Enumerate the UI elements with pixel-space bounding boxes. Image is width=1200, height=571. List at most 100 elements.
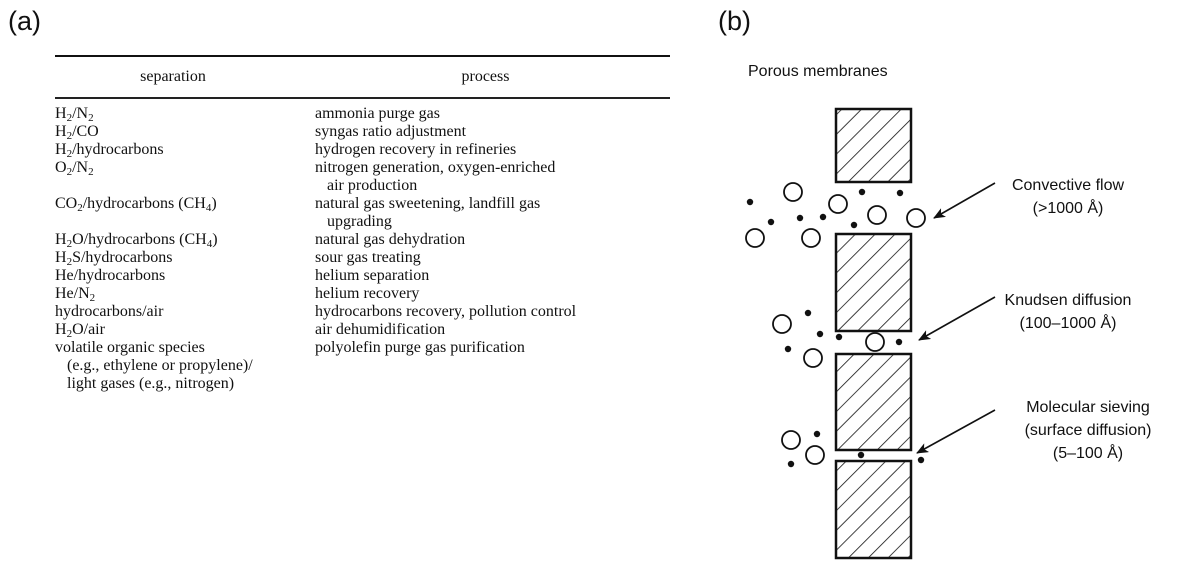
small-molecule xyxy=(895,338,903,346)
cell-process: ammonia purge gas xyxy=(315,105,670,123)
process-line: air production xyxy=(327,177,418,194)
table-row: hydrocarbons/air hydrocarbons recovery, p… xyxy=(55,303,670,321)
separation-text: He/N xyxy=(55,285,90,302)
particles xyxy=(745,182,926,468)
subscript: 2 xyxy=(89,292,96,304)
separation-text: O/hydrocarbons (CH xyxy=(72,231,207,248)
subscript: 2 xyxy=(77,202,83,214)
cell-process: syngas ratio adjustment xyxy=(315,123,670,141)
separation-text: /CO xyxy=(72,123,99,140)
annotation-text: (100–1000 Å) xyxy=(1020,313,1117,332)
arrow-icon xyxy=(916,409,996,454)
subscript: 2 xyxy=(66,166,73,178)
process-line: polyolefin purge gas purification xyxy=(315,339,525,356)
subscript: 2 xyxy=(66,148,73,160)
header-process: process xyxy=(461,68,510,85)
annotation-text: (surface diffusion) xyxy=(1025,422,1152,439)
small-molecule xyxy=(917,456,925,464)
cell-separation: O2/N2 xyxy=(55,159,315,195)
process-line: nitrogen generation, oxygen-enriched xyxy=(315,159,556,176)
separation-text: H xyxy=(55,105,67,122)
small-molecule xyxy=(804,309,812,317)
cell-separation: H2O/hydrocarbons (CH4) xyxy=(55,231,315,250)
table-row: CO2/hydrocarbons (CH4)natural gas sweete… xyxy=(55,195,670,231)
separation-text: ) xyxy=(211,195,217,212)
header-separation: separation xyxy=(140,68,206,85)
process-line: air dehumidification xyxy=(315,321,446,338)
table-top-rule xyxy=(55,55,670,57)
subscript: 2 xyxy=(66,112,73,124)
small-molecule xyxy=(796,214,804,222)
small-molecule xyxy=(819,213,827,221)
subscript: 2 xyxy=(66,130,73,142)
small-molecule xyxy=(787,460,795,468)
process-line: hydrocarbons recovery, pollution control xyxy=(315,303,577,320)
diagram-title: Porous membranes xyxy=(748,63,888,80)
membrane-block xyxy=(834,459,913,560)
subscript: 2 xyxy=(88,166,94,178)
large-molecule xyxy=(803,348,823,368)
annotation-text: (>1000 Å) xyxy=(1033,198,1104,217)
cell-separation: H2/hydrocarbons xyxy=(55,141,315,160)
large-molecule xyxy=(805,445,825,465)
membrane-blocks xyxy=(834,107,913,560)
arrow-icon xyxy=(918,296,996,341)
separation-text: S/hydrocarbons xyxy=(72,249,173,266)
cell-process: sour gas treating xyxy=(315,249,670,267)
table-row: volatile organic species(e.g., ethylene … xyxy=(55,339,670,393)
separation-text: /N xyxy=(72,159,89,176)
cell-process: helium separation xyxy=(315,267,670,285)
cell-separation: H2O/air xyxy=(55,321,315,340)
cell-separation: He/N2 xyxy=(55,285,315,304)
process-line: sour gas treating xyxy=(315,249,421,266)
process-line: helium recovery xyxy=(315,285,420,302)
separation-text: ) xyxy=(212,231,218,248)
cell-separation: He/hydrocarbons xyxy=(55,267,315,285)
separation-text: /hydrocarbons xyxy=(72,141,164,158)
annotation-arrows xyxy=(916,182,996,454)
large-molecule xyxy=(781,430,801,450)
small-molecule xyxy=(816,330,824,338)
process-line: syngas ratio adjustment xyxy=(315,123,467,140)
subscript: 4 xyxy=(206,238,213,250)
annotation-labels: Convective flow(>1000 Å)Knudsen diffusio… xyxy=(1005,177,1152,462)
separation-text: H xyxy=(55,123,67,140)
cell-process: helium recovery xyxy=(315,285,670,303)
large-molecule xyxy=(828,194,848,214)
cell-separation: volatile organic species(e.g., ethylene … xyxy=(55,339,315,393)
cell-separation: H2/CO xyxy=(55,123,315,142)
annotation-text: (5–100 Å) xyxy=(1053,443,1123,462)
panel-label-a: (a) xyxy=(8,6,41,36)
cell-process: air dehumidification xyxy=(315,321,670,339)
small-molecule xyxy=(835,333,843,341)
subscript: 2 xyxy=(66,328,73,340)
process-line: hydrogen recovery in refineries xyxy=(315,141,517,158)
membrane-block xyxy=(834,352,913,452)
separation-text: hydrocarbons/air xyxy=(55,303,164,320)
arrow-icon xyxy=(933,182,996,219)
cell-separation: hydrocarbons/air xyxy=(55,303,315,321)
table-row: H2O/hydrocarbons (CH4)natural gas dehydr… xyxy=(55,231,670,250)
cell-process: hydrocarbons recovery, pollution control xyxy=(315,303,670,321)
separation-text: /hydrocarbons (CH xyxy=(82,195,206,212)
membrane-block xyxy=(834,232,913,333)
annotation-convective-flow: Convective flow(>1000 Å) xyxy=(1012,177,1124,217)
large-molecule xyxy=(865,332,885,352)
process-line: upgrading xyxy=(327,213,392,230)
small-molecule xyxy=(813,430,821,438)
small-molecule xyxy=(784,345,792,353)
small-molecule xyxy=(858,188,866,196)
large-molecule xyxy=(801,228,821,248)
process-line: natural gas sweetening, landfill gas xyxy=(315,195,541,212)
separation-text: H xyxy=(55,141,67,158)
separation-line: light gases (e.g., nitrogen) xyxy=(67,375,235,392)
